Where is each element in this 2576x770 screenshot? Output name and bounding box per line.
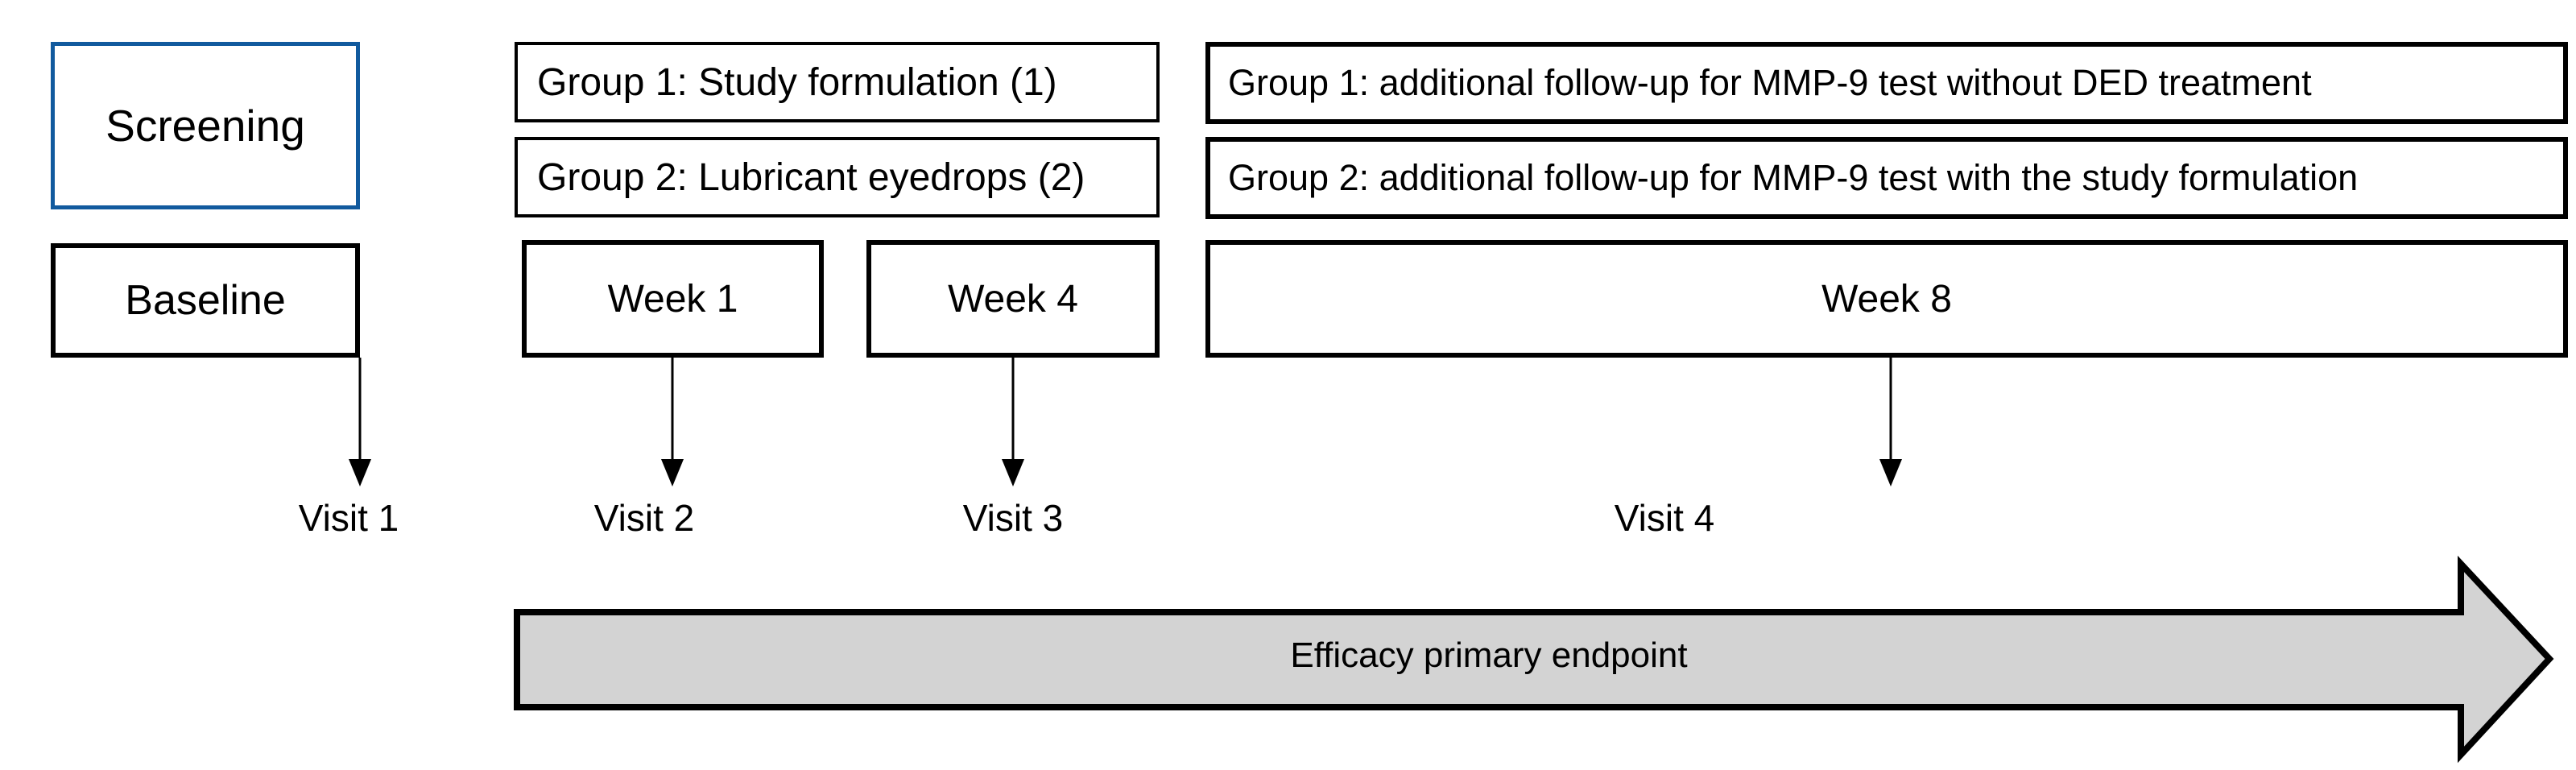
week8-box: Week 8 <box>1205 240 2568 358</box>
group1-followup-box: Group 1: additional follow-up for MMP-9 … <box>1205 42 2568 124</box>
week4-box: Week 4 <box>866 240 1160 358</box>
visit-4-arrow <box>1879 358 1902 486</box>
week1-box: Week 1 <box>522 240 824 358</box>
screening-label: Screening <box>105 101 305 151</box>
week8-label: Week 8 <box>1821 277 1952 321</box>
group2-treatment-box: Group 2: Lubricant eyedrops (2) <box>515 137 1160 217</box>
visit-1-label: Visit 1 <box>298 497 399 539</box>
group2-treatment-label: Group 2: Lubricant eyedrops (2) <box>537 155 1085 199</box>
group1-followup-label: Group 1: additional follow-up for MMP-9 … <box>1228 62 2312 103</box>
visit-3-arrow <box>1002 358 1024 486</box>
week1-label: Week 1 <box>607 277 738 321</box>
visit-4-label: Visit 4 <box>1614 497 1715 539</box>
group2-followup-label: Group 2: additional follow-up for MMP-9 … <box>1228 157 2359 198</box>
visit-2-arrow <box>661 358 684 486</box>
screening-box: Screening <box>51 42 360 209</box>
timeline-arrow-label: Efficacy primary endpoint <box>1290 635 1688 675</box>
visit-3-label: Visit 3 <box>962 497 1064 539</box>
visit-2-label: Visit 2 <box>593 497 695 539</box>
week4-label: Week 4 <box>948 277 1078 321</box>
baseline-label: Baseline <box>125 277 286 324</box>
timeline-arrow <box>514 555 2554 764</box>
visit-1-arrow <box>349 358 371 486</box>
group1-treatment-box: Group 1: Study formulation (1) <box>515 42 1160 122</box>
group2-followup-box: Group 2: additional follow-up for MMP-9 … <box>1205 137 2568 219</box>
baseline-box: Baseline <box>51 243 360 358</box>
group1-treatment-label: Group 1: Study formulation (1) <box>537 60 1057 104</box>
